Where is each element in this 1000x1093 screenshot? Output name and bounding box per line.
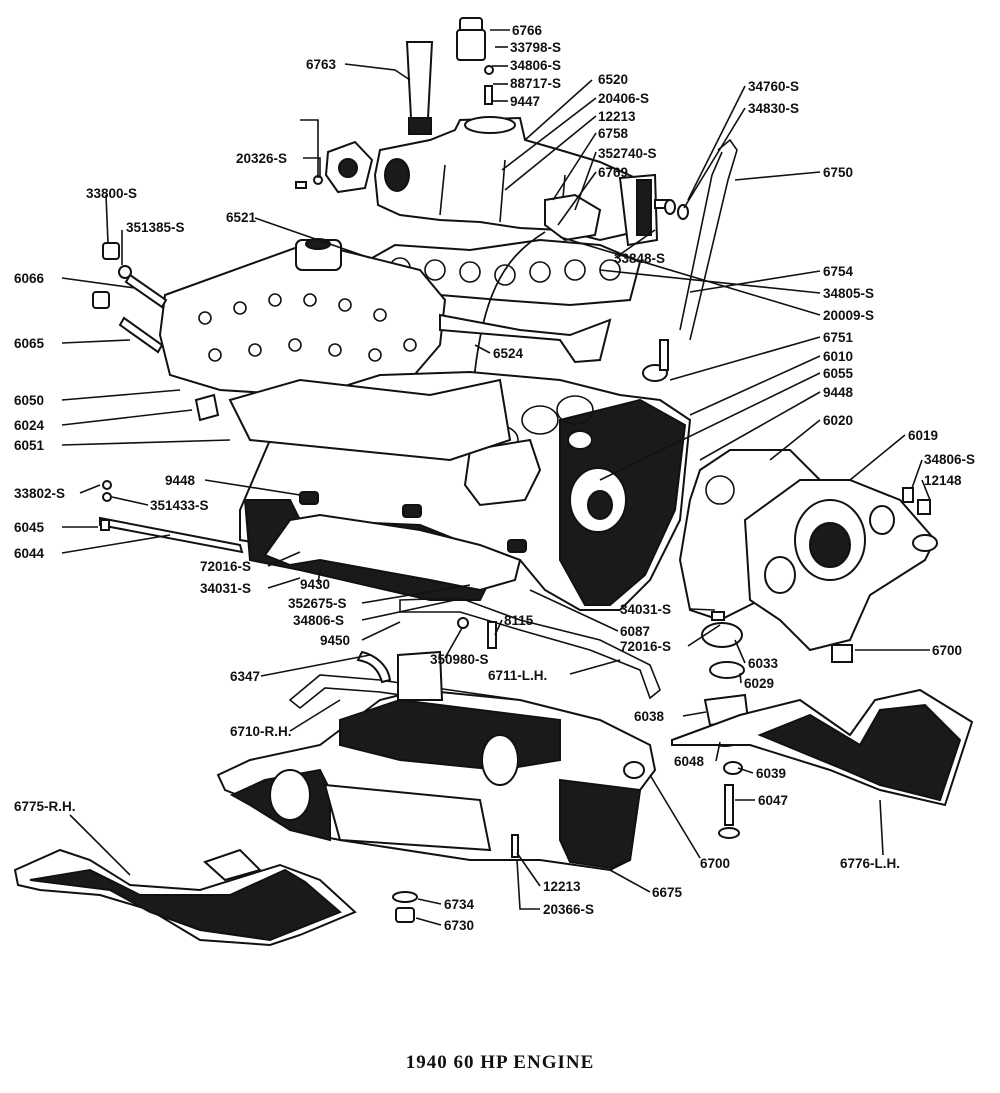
fuel-pump-mount [544, 173, 670, 247]
label-6048: 6048 [674, 754, 705, 769]
label-6029: 6029 [744, 676, 774, 691]
label-34806-s: 34806-S [510, 58, 561, 73]
label-12148: 12148 [924, 473, 962, 488]
label-6763: 6763 [306, 57, 337, 72]
label-6033: 6033 [748, 656, 779, 671]
label-6347: 6347 [230, 669, 260, 684]
diagram-canvas: 6766 33798-S 34806-S 88717-S 9447 6763 6… [13, 17, 975, 947]
label-6051: 6051 [14, 438, 45, 453]
label-6700-pan: 6700 [700, 856, 730, 871]
label-6065: 6065 [14, 336, 45, 351]
label-33848-s: 33848-S [614, 251, 665, 266]
label-6024: 6024 [14, 418, 45, 433]
oil-pan-gasket-lh [399, 597, 661, 700]
splash-pan-lh [671, 688, 974, 807]
label-6751: 6751 [823, 330, 854, 345]
timing-gear-cover [743, 479, 938, 663]
label-6055: 6055 [823, 366, 854, 381]
label-6776-lh: 6776-L.H. [840, 856, 900, 871]
label-12213-top: 12213 [598, 109, 636, 124]
label-34031-s-left: 34031-S [200, 581, 251, 596]
rear-oil-seal [356, 650, 392, 684]
label-6711-lh: 6711-L.H. [488, 668, 547, 683]
label-34830-s: 34830-S [748, 101, 799, 116]
label-352675-s: 352675-S [288, 596, 347, 611]
water-outlet-plug [194, 393, 220, 422]
label-72016-s-right: 72016-S [620, 639, 671, 654]
label-6524: 6524 [493, 346, 524, 361]
label-34806-s-right: 34806-S [924, 452, 975, 467]
label-9448-top: 9448 [823, 385, 854, 400]
label-9430: 9430 [300, 577, 330, 592]
exhaust-manifold [263, 491, 527, 592]
label-9447: 9447 [510, 94, 540, 109]
label-6066: 6066 [14, 271, 45, 286]
label-34760-s: 34760-S [748, 79, 799, 94]
label-9450: 9450 [320, 633, 350, 648]
label-6038: 6038 [634, 709, 665, 724]
label-352740-s: 352740-S [598, 146, 657, 161]
label-33802-s: 33802-S [14, 486, 65, 501]
label-6010: 6010 [823, 349, 853, 364]
label-6730: 6730 [444, 918, 474, 933]
label-20009-s: 20009-S [823, 308, 874, 323]
oil-filler-tube [405, 41, 434, 135]
block-gasket [228, 378, 512, 462]
part-labels: 6766 33798-S 34806-S 88717-S 9447 6763 6… [14, 23, 975, 933]
long-stud [99, 480, 244, 554]
label-20366-s: 20366-S [543, 902, 594, 917]
label-6019: 6019 [908, 428, 938, 443]
label-6020: 6020 [823, 413, 853, 428]
oil-filler-cap [456, 17, 486, 61]
oil-dipstick [642, 138, 738, 382]
label-88717-s: 88717-S [510, 76, 561, 91]
label-33798-s: 33798-S [510, 40, 561, 55]
label-34031-s-right: 34031-S [620, 602, 671, 617]
label-6520: 6520 [598, 72, 628, 87]
label-33800-s: 33800-S [86, 186, 137, 201]
label-6758: 6758 [598, 126, 629, 141]
label-8115: 8115 [504, 613, 534, 628]
label-20406-s: 20406-S [598, 91, 649, 106]
label-6734: 6734 [444, 897, 475, 912]
label-350980-s: 350980-S [430, 652, 489, 667]
cylinder-head [158, 238, 447, 396]
label-6675: 6675 [652, 885, 683, 900]
label-351433-s: 351433-S [150, 498, 209, 513]
splash-pan-rh [13, 848, 357, 947]
label-6750: 6750 [823, 165, 853, 180]
label-72016-s-left: 72016-S [200, 559, 251, 574]
leader-lines [61, 29, 931, 926]
label-6775-rh: 6775-R.H. [14, 799, 76, 814]
label-6710-rh: 6710-R.H. [230, 724, 292, 739]
label-6700-right: 6700 [932, 643, 962, 658]
label-20326-s: 20326-S [236, 151, 287, 166]
head-studs [92, 242, 168, 354]
label-6044: 6044 [14, 546, 45, 561]
drain-plug [392, 891, 418, 923]
label-6087: 6087 [620, 624, 650, 639]
label-34806-s-lower: 34806-S [293, 613, 344, 628]
carburetor-gasket [295, 140, 374, 194]
label-351385-s: 351385-S [126, 220, 185, 235]
label-6769: 6769 [598, 165, 628, 180]
label-6045: 6045 [14, 520, 45, 535]
label-6039: 6039 [756, 766, 786, 781]
label-6766: 6766 [512, 23, 543, 38]
water-pump-bolt [457, 617, 497, 649]
label-6521: 6521 [226, 210, 257, 225]
label-9448-side: 9448 [165, 473, 196, 488]
label-6047: 6047 [758, 793, 788, 808]
label-34805-s: 34805-S [823, 286, 874, 301]
label-12213-pan: 12213 [543, 879, 581, 894]
diagram-caption: 1940 60 HP ENGINE [405, 1052, 595, 1073]
label-6754: 6754 [823, 264, 854, 279]
label-6050: 6050 [14, 393, 44, 408]
oil-pan [216, 650, 657, 872]
filler-bolts [484, 65, 494, 105]
